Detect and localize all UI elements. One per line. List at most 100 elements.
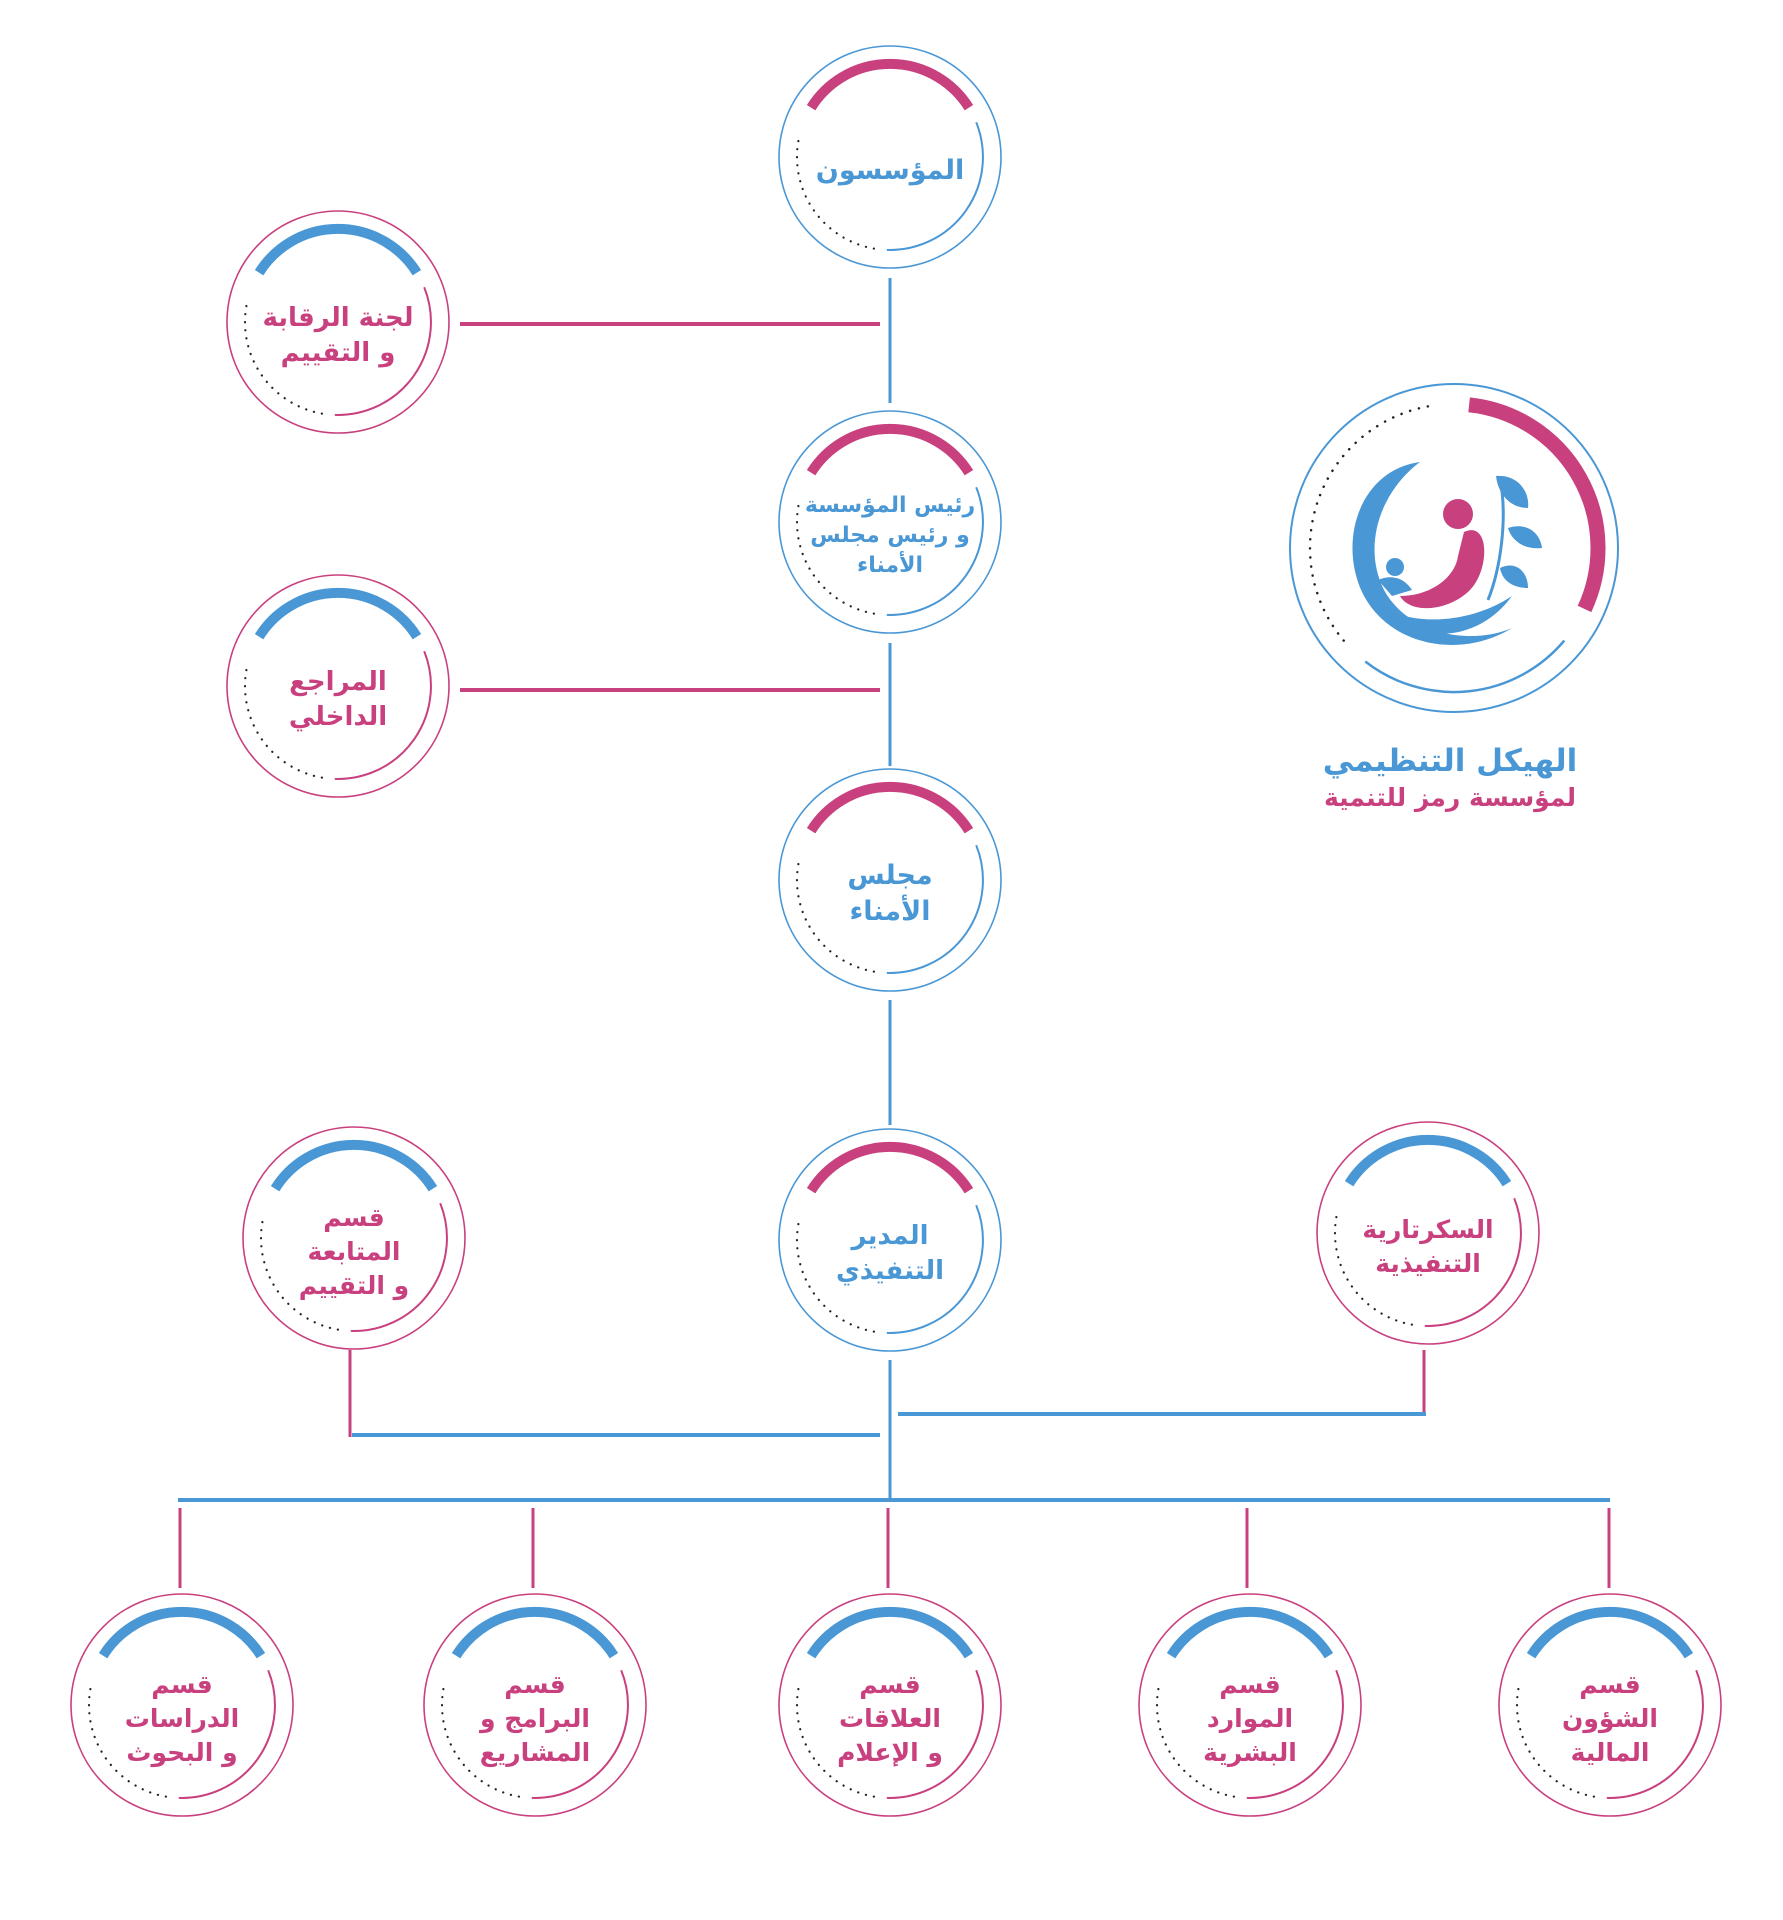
- node-accent-arc: [270, 1139, 438, 1192]
- node-finance-dept: [1498, 1593, 1722, 1817]
- node-founders-text: المؤسسون: [779, 60, 1001, 282]
- node-label: السكرتارية التنفيذية: [1362, 1215, 1494, 1278]
- logo-pink-figure: [1400, 530, 1485, 609]
- node-inner-arc: [886, 121, 984, 251]
- node-founders: [778, 45, 1002, 269]
- node-programs-dept: [423, 1593, 647, 1817]
- node-label: لجنة الرقابة و التقييم: [262, 302, 414, 368]
- logo-leaf-mid: [1508, 526, 1542, 549]
- logo-child-head: [1386, 558, 1404, 576]
- logo-leaf-low: [1500, 565, 1528, 588]
- node-label: مجلس الأمناء: [847, 859, 933, 927]
- node-dotted-arc: [1333, 1215, 1413, 1326]
- node-relations-dept-text: قسم العلاقات و الإعلام: [779, 1608, 1001, 1830]
- node-executive-director: [778, 1128, 1002, 1352]
- node-finance-dept-text: قسم الشؤون المالية: [1499, 1608, 1721, 1830]
- node-outer-ring: [778, 1593, 1002, 1817]
- node-accent-arc: [1526, 1606, 1694, 1659]
- logo-pink-head: [1443, 499, 1473, 529]
- node-chairman: [778, 410, 1002, 634]
- node-monitoring-dept: [242, 1126, 466, 1350]
- node-outer-ring: [242, 1126, 466, 1350]
- node-dotted-arc: [87, 1687, 167, 1798]
- node-relations-dept: [778, 1593, 1002, 1817]
- chart-subtitle: لمؤسسة رمز للتنمية: [1324, 783, 1576, 813]
- node-inner-arc: [1606, 1669, 1704, 1799]
- node-label: قسم المتابعة و التقييم: [298, 1203, 410, 1300]
- node-outer-ring: [778, 1128, 1002, 1352]
- node-dotted-arc: [1515, 1687, 1595, 1798]
- node-accent-arc: [1166, 1606, 1334, 1659]
- node-label: قسم الشؤون المالية: [1562, 1670, 1658, 1767]
- node-oversight-committee: [226, 210, 450, 434]
- node-label: رئيس المؤسسة و رئيس مجلس الأمناء: [804, 493, 976, 578]
- node-accent-arc: [806, 781, 974, 834]
- node-accent-arc: [806, 1606, 974, 1659]
- chart-title: الهيكل التنظيمي: [1322, 743, 1578, 779]
- node-dotted-arc: [259, 1220, 339, 1331]
- node-monitoring-dept-text: قسم المتابعة و التقييم: [243, 1141, 465, 1363]
- node-outer-ring: [1138, 1593, 1362, 1817]
- foundation-logo: [1289, 383, 1619, 713]
- node-label: قسم البرامج و المشاريع: [479, 1670, 591, 1767]
- node-inner-arc: [531, 1669, 629, 1799]
- node-dotted-arc: [243, 304, 323, 415]
- node-inner-arc: [350, 1202, 448, 1332]
- node-outer-ring: [226, 574, 450, 798]
- node-studies-dept-text: قسم الدراسات و البحوث: [71, 1608, 293, 1830]
- logo-child-body: [1378, 577, 1412, 596]
- node-board-of-trustees: [778, 768, 1002, 992]
- node-accent-arc: [451, 1606, 619, 1659]
- node-accent-arc: [1344, 1134, 1512, 1187]
- node-inner-arc: [1246, 1669, 1344, 1799]
- logo-stem: [1486, 477, 1505, 601]
- node-label: المدير التنفيذي: [835, 1220, 945, 1286]
- node-outer-ring: [226, 210, 450, 434]
- logo-leaf-top: [1496, 475, 1529, 508]
- node-circles: [70, 45, 1722, 1817]
- node-dotted-arc: [1155, 1687, 1235, 1798]
- logo-outer-ring: [1289, 383, 1619, 713]
- node-inner-arc: [334, 286, 432, 416]
- node-hr-dept: [1138, 1593, 1362, 1817]
- node-outer-ring: [778, 768, 1002, 992]
- node-accent-arc: [806, 58, 974, 111]
- node-executive-secretariat-text: السكرتارية التنفيذية: [1317, 1136, 1539, 1358]
- node-dotted-arc: [795, 139, 875, 250]
- node-dotted-arc: [795, 862, 875, 973]
- node-dotted-arc: [795, 1687, 875, 1798]
- node-label: قسم الدراسات و البحوث: [124, 1670, 240, 1767]
- node-executive-secretariat: [1316, 1121, 1540, 1345]
- node-outer-ring: [1316, 1121, 1540, 1345]
- logo-accent-arc: [1468, 397, 1606, 613]
- node-accent-arc: [806, 423, 974, 476]
- node-inner-arc: [886, 844, 984, 974]
- logo-inner-arc: [1364, 639, 1566, 694]
- node-accent-arc: [254, 587, 422, 640]
- node-outer-ring: [70, 1593, 294, 1817]
- node-hr-dept-text: قسم الموارد البشرية: [1139, 1608, 1361, 1830]
- node-programs-dept-text: قسم البرامج و المشاريع: [424, 1608, 646, 1830]
- node-outer-ring: [778, 410, 1002, 634]
- connector-lines: [178, 278, 1611, 1588]
- node-outer-ring: [778, 45, 1002, 269]
- node-dotted-arc: [243, 668, 323, 779]
- node-accent-arc: [806, 1141, 974, 1194]
- node-inner-arc: [886, 486, 984, 616]
- node-internal-auditor-text: المراجع الداخلي: [227, 589, 449, 811]
- node-oversight-committee-text: لجنة الرقابة و التقييم: [227, 225, 449, 447]
- node-label: قسم الموارد البشرية: [1203, 1670, 1297, 1767]
- node-inner-arc: [886, 1669, 984, 1799]
- node-label: المراجع الداخلي: [288, 666, 388, 732]
- node-inner-arc: [1424, 1197, 1522, 1327]
- node-dotted-arc: [795, 1222, 875, 1333]
- node-executive-director-text: المدير التنفيذي: [779, 1143, 1001, 1365]
- node-label: المؤسسون: [815, 154, 965, 186]
- node-inner-arc: [334, 650, 432, 780]
- node-internal-auditor: [226, 574, 450, 798]
- node-studies-dept: [70, 1593, 294, 1817]
- node-accent-arc: [254, 223, 422, 276]
- node-outer-ring: [423, 1593, 647, 1817]
- node-chairman-text: رئيس المؤسسة و رئيس مجلس الأمناء: [779, 425, 1001, 647]
